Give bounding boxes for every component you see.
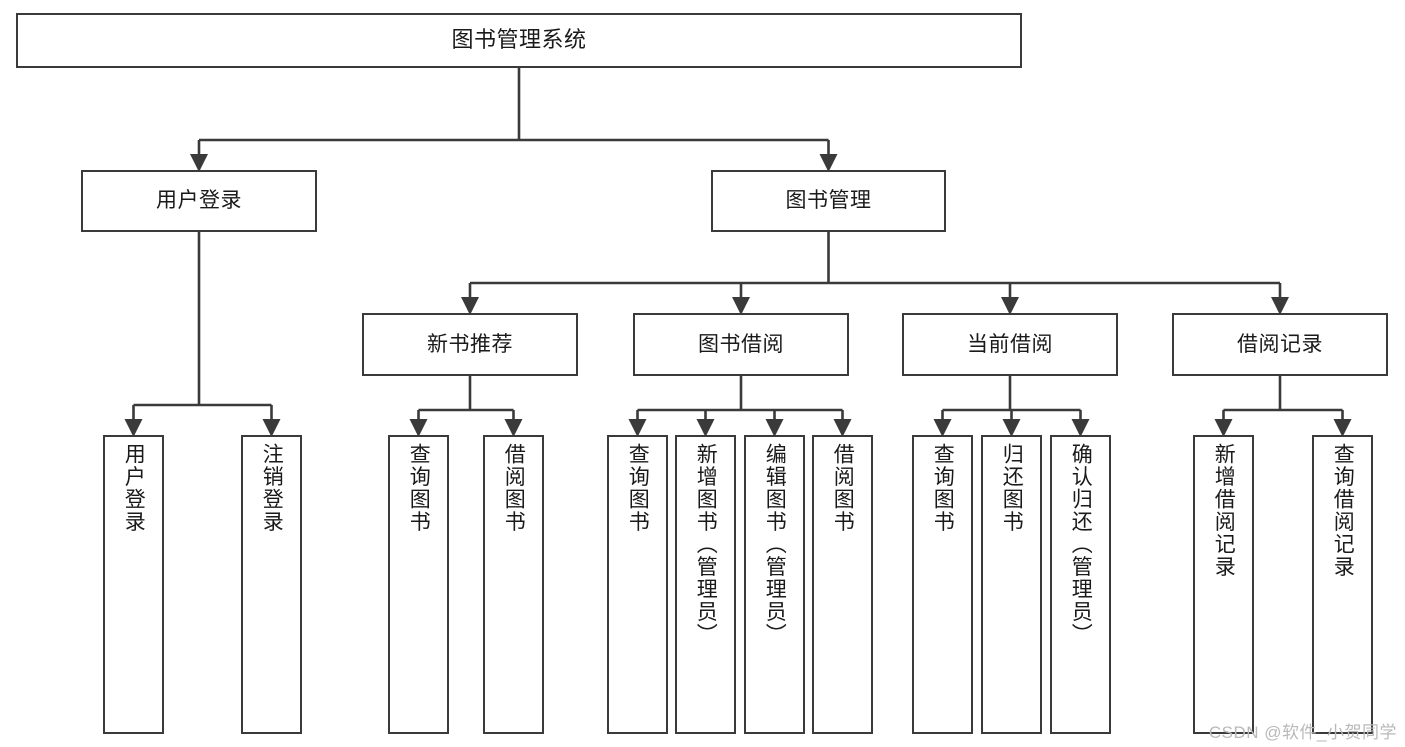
node-book-borrow[interactable]: 图书借阅: [633, 313, 849, 376]
node-book-manage[interactable]: 图书管理: [711, 170, 946, 232]
node-current-borrow[interactable]: 当前借阅: [902, 313, 1118, 376]
node-label: 编辑图书（管理员）: [763, 443, 787, 646]
node-label: 查询图书: [407, 443, 431, 533]
node-label: 查询图书: [626, 443, 650, 533]
node-leaf-query-book-3[interactable]: 查询图书: [912, 435, 973, 734]
node-label: 新书推荐: [427, 332, 513, 356]
node-label: 注销登录: [260, 443, 284, 533]
node-leaf-add-book[interactable]: 新增图书（管理员）: [675, 435, 736, 734]
node-label: 确认归还（管理员）: [1069, 443, 1093, 646]
node-root-root[interactable]: 图书管理系统: [16, 13, 1022, 68]
node-label: 借阅记录: [1237, 332, 1323, 356]
node-label: 图书管理: [785, 189, 872, 213]
node-new-book-rec[interactable]: 新书推荐: [362, 313, 578, 376]
node-label: 图书借阅: [698, 332, 784, 356]
node-leaf-query-record[interactable]: 查询借阅记录: [1312, 435, 1373, 734]
node-label: 当前借阅: [967, 332, 1053, 356]
node-label: 图书管理系统: [451, 27, 587, 53]
node-label: 归还图书: [1000, 443, 1024, 533]
node-leaf-borrow-book-2[interactable]: 借阅图书: [812, 435, 873, 734]
node-leaf-logout-login[interactable]: 注销登录: [241, 435, 302, 734]
node-label: 用户登录: [156, 189, 242, 213]
node-leaf-user-login[interactable]: 用户登录: [103, 435, 164, 734]
node-leaf-add-record[interactable]: 新增借阅记录: [1193, 435, 1254, 734]
node-leaf-confirm-return[interactable]: 确认归还（管理员）: [1050, 435, 1111, 734]
node-leaf-query-book-1[interactable]: 查询图书: [388, 435, 449, 734]
node-leaf-query-book-2[interactable]: 查询图书: [607, 435, 668, 734]
node-label: 借阅图书: [502, 443, 526, 533]
node-label: 新增图书（管理员）: [694, 443, 718, 646]
node-label: 借阅图书: [831, 443, 855, 533]
node-leaf-return-book[interactable]: 归还图书: [981, 435, 1042, 734]
node-user-login[interactable]: 用户登录: [81, 170, 317, 232]
node-label: 查询借阅记录: [1331, 443, 1355, 578]
node-label: 用户登录: [122, 443, 146, 533]
node-leaf-edit-book[interactable]: 编辑图书（管理员）: [744, 435, 805, 734]
node-leaf-borrow-book-1[interactable]: 借阅图书: [483, 435, 544, 734]
node-label: 查询图书: [931, 443, 955, 533]
node-label: 新增借阅记录: [1212, 443, 1236, 578]
node-borrow-record[interactable]: 借阅记录: [1172, 313, 1388, 376]
